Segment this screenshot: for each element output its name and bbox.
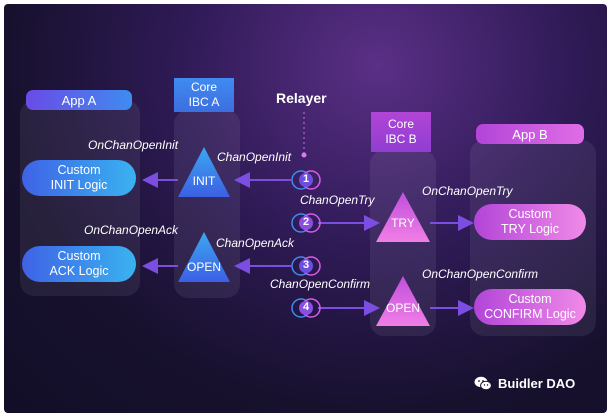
try-triangle [376, 192, 430, 242]
on-chan-open-init-label: OnChanOpenInit [88, 138, 179, 152]
custom-init-logic-line2: INIT Logic [50, 178, 108, 192]
core-b-title: Core IBC B [371, 112, 431, 152]
connector-layer [142, 112, 474, 326]
custom-ack-logic-line2: ACK Logic [49, 264, 109, 278]
core-a-title-line2: IBC A [188, 95, 220, 109]
custom-ack-logic-line1: Custom [57, 249, 101, 263]
chan-open-ack-label: ChanOpenAck [216, 236, 295, 250]
on-chan-open-try-label: OnChanOpenTry [422, 184, 513, 198]
open-b-state-label: OPEN [385, 301, 420, 315]
step-2-marker [291, 213, 321, 233]
custom-init-logic: Custom INIT Logic [22, 160, 136, 196]
step-1-marker [291, 170, 321, 190]
chan-open-init-label: ChanOpenInit [217, 150, 292, 164]
custom-try-logic: Custom TRY Logic [474, 204, 586, 240]
custom-init-logic-line1: Custom [57, 163, 101, 177]
step-1-number: 1 [302, 173, 310, 185]
step-4-number: 4 [302, 301, 310, 313]
on-chan-open-ack-label: OnChanOpenAck [84, 223, 179, 237]
diagram-canvas: App A Core IBC A Core IBC B App B Relaye… [4, 4, 607, 413]
custom-try-logic-line2: TRY Logic [501, 222, 559, 236]
chan-open-confirm-label: ChanOpenConfirm [270, 277, 371, 291]
core-a-title-line1: Core [190, 80, 217, 94]
custom-try-logic-line1: Custom [508, 207, 552, 221]
wechat-icon [474, 376, 492, 391]
init-state-label: INIT [192, 174, 216, 188]
open-a-triangle [178, 232, 230, 282]
brand-name: Buidler DAO [498, 376, 576, 391]
custom-confirm-logic: Custom CONFIRM Logic [474, 289, 586, 325]
relayer-title: Relayer [276, 90, 327, 106]
relayer-dot [301, 152, 307, 158]
step-3-marker [291, 256, 321, 276]
core-b-title-line1: Core [387, 117, 414, 131]
step-2-number: 2 [302, 216, 310, 228]
custom-ack-logic: Custom ACK Logic [22, 246, 136, 282]
core-a-title: Core IBC A [174, 78, 234, 112]
open-b-triangle [376, 276, 430, 326]
step-3-number: 3 [302, 259, 310, 271]
step-4-marker [291, 298, 321, 318]
open-a-state-label: OPEN [186, 260, 221, 274]
try-state-label: TRY [391, 216, 415, 230]
app-b-title: App B [476, 124, 584, 144]
custom-confirm-logic-line2: CONFIRM Logic [484, 307, 576, 321]
app-a-title: App A [26, 90, 132, 110]
custom-confirm-logic-line1: Custom [508, 292, 552, 306]
on-chan-open-confirm-label: OnChanOpenConfirm [422, 267, 539, 281]
init-triangle [178, 147, 230, 197]
core-b-title-line2: IBC B [385, 132, 417, 146]
brand-watermark: Buidler DAO [474, 376, 575, 391]
chan-open-try-label: ChanOpenTry [300, 193, 375, 207]
